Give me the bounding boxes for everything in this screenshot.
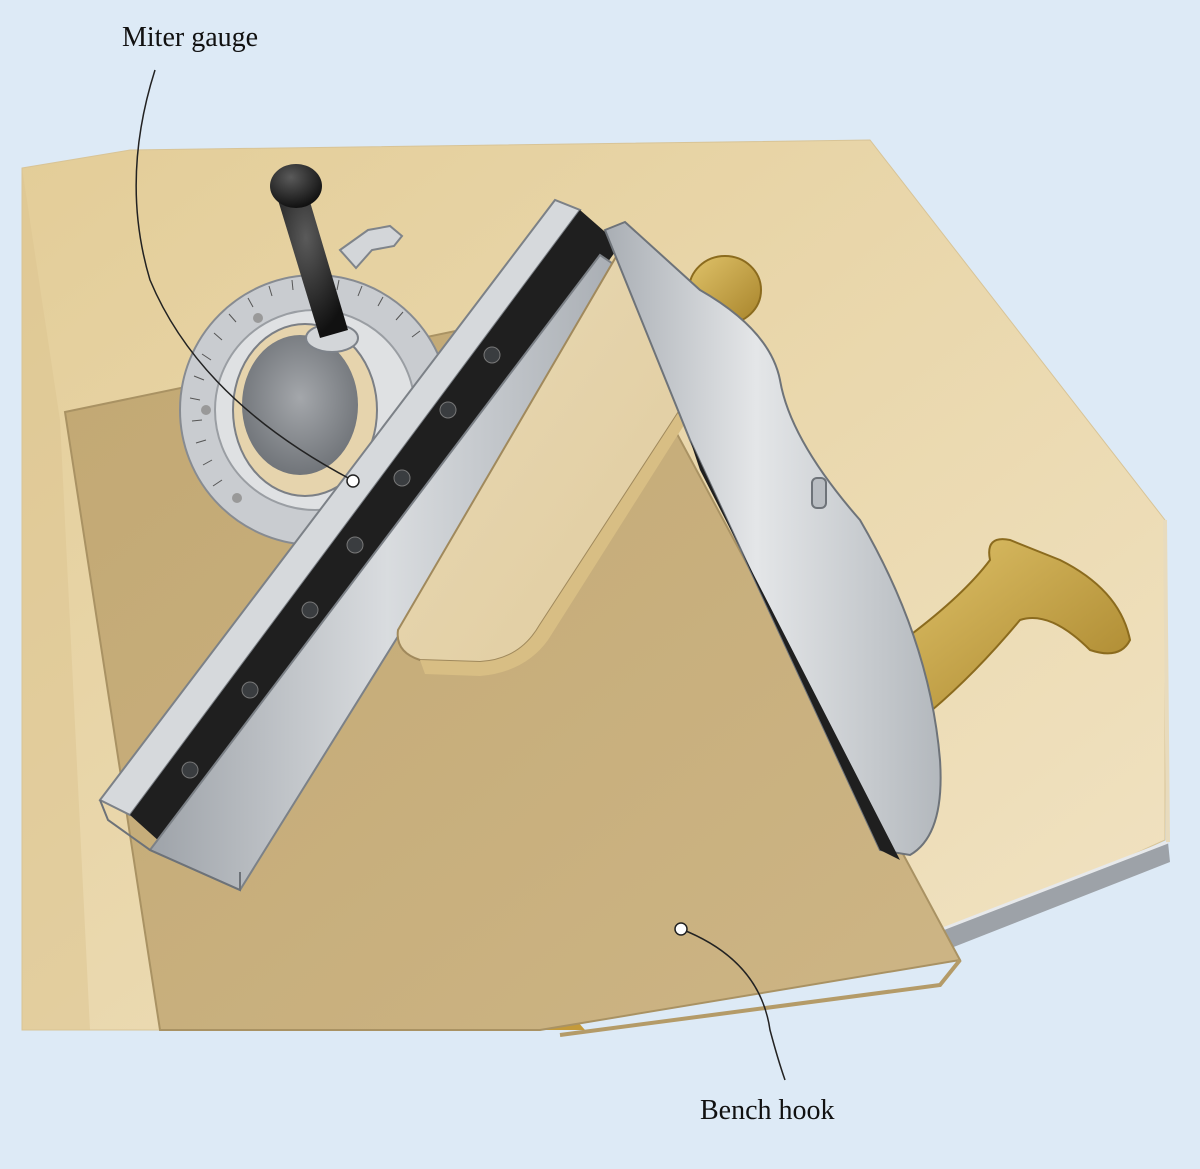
callout-leaders [135, 69, 786, 1081]
hand-plane [603, 220, 1132, 860]
bench-hook-cleat [396, 247, 684, 676]
bench-hook-label: Bench hook [700, 1095, 835, 1126]
miter-fence [98, 198, 627, 892]
miter-gauge-handle [270, 164, 359, 353]
miter-gauge-label: Miter gauge [122, 22, 259, 53]
